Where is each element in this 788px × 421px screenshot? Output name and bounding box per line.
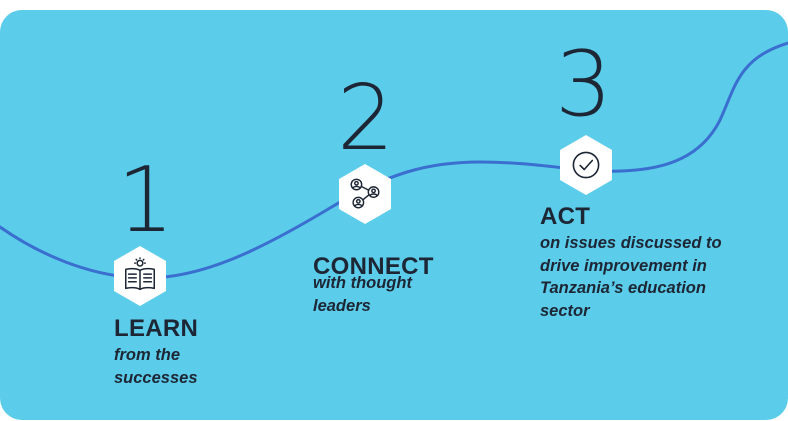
step-description: from the successes xyxy=(114,346,198,387)
step-number-1: 1 xyxy=(117,148,175,253)
connected-people-icon xyxy=(350,178,380,209)
step-description: with thought leaders xyxy=(313,274,412,315)
open-book-lightbulb-icon xyxy=(124,257,156,291)
step-number-2: 2 xyxy=(337,66,395,171)
step-icon-badge xyxy=(560,135,612,195)
step-title: LEARN xyxy=(114,315,199,342)
step-number-3: 3 xyxy=(555,32,613,137)
checkmark-circle-icon xyxy=(572,151,600,179)
step-title: CONNECT xyxy=(313,253,434,280)
step-title: ACT xyxy=(540,203,591,230)
step-description: on issues discussed to drive improvement… xyxy=(540,234,722,320)
steps-panel: 1 LEARN from the successes 2 xyxy=(0,10,788,420)
